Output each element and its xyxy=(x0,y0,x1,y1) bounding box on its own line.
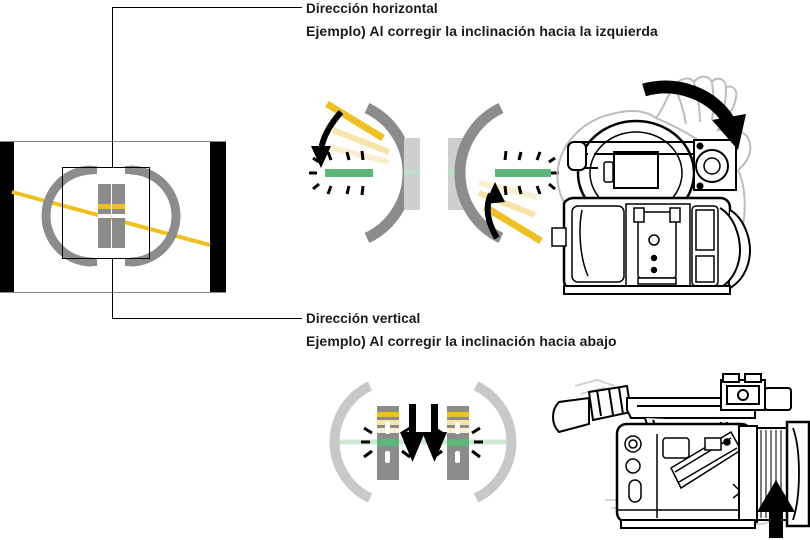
heading-direccion-horizontal: Dirección horizontal xyxy=(306,1,438,16)
leader-line-vertical-bottom xyxy=(112,259,113,319)
gauge-arc-cap xyxy=(88,166,97,174)
straight-arrow-down-icon-2 xyxy=(422,404,447,462)
camcorder-rear-view xyxy=(551,75,752,295)
gauge-bar-left xyxy=(98,184,111,248)
camera-accessory-shoe xyxy=(720,373,792,411)
vertical-tilt-correction-gauge xyxy=(329,381,517,503)
level-gauge-callout-box xyxy=(62,167,150,259)
curved-arrow-tilt-right-icon xyxy=(642,80,746,150)
tilt-right-correction-gauge xyxy=(448,103,559,244)
straight-arrow-up-icon xyxy=(757,480,795,538)
gauge-arc-right xyxy=(473,381,517,503)
gauge-level-marker xyxy=(447,439,469,446)
gauge-center-tick xyxy=(98,214,111,218)
gauge-arc-dark xyxy=(364,103,414,243)
leader-line-horizontal-bottom xyxy=(112,318,302,319)
camera-base-plate xyxy=(563,285,731,295)
gauge-center-tick xyxy=(112,214,125,218)
camera-top-handle xyxy=(567,141,694,171)
camera-body-side-details xyxy=(617,430,751,518)
tilt-left-correction-gauge xyxy=(309,101,420,243)
blink-burst-icon xyxy=(503,150,559,196)
camera-base-plate xyxy=(620,519,756,529)
gauge-tilt-marker xyxy=(98,204,111,209)
heading-direccion-vertical: Dirección vertical xyxy=(306,311,421,326)
gauge-bar-right xyxy=(447,406,469,480)
gauge-tilt-marker xyxy=(377,412,399,417)
gauge-tilt-marker xyxy=(447,412,469,417)
black-side-mask-left xyxy=(0,142,14,292)
tilt-line-fade-2 xyxy=(478,180,538,200)
blink-burst-icon xyxy=(309,150,365,196)
gauge-arc-left xyxy=(41,165,93,267)
curved-arrow-down-left-icon xyxy=(311,110,344,168)
gauge-arc-cap xyxy=(88,258,97,266)
gauge-center-tick xyxy=(455,422,460,434)
gauge-tilt-marker xyxy=(112,204,125,209)
gauge-center-tick xyxy=(385,422,390,434)
gauge-arc-left xyxy=(329,381,373,503)
gauge-bar-left xyxy=(377,406,399,480)
example-text-vertical: Ejemplo) Al corregir la inclinación haci… xyxy=(306,333,617,349)
example-text-horizontal: Ejemplo) Al corregir la inclinación haci… xyxy=(306,23,658,39)
camera-dial-knob xyxy=(693,139,737,191)
tilt-indicator-lines xyxy=(325,101,391,165)
tilt-line-yellow xyxy=(483,204,543,244)
gauge-arc-cap xyxy=(125,166,134,174)
tilt-line-yellow xyxy=(325,101,385,141)
gauge-center-tick xyxy=(455,451,460,463)
gauge-center-tick xyxy=(385,451,390,463)
camera-body-rear-details xyxy=(551,203,719,289)
gauge-reference-level-tick xyxy=(404,170,420,175)
straight-arrow-down-icon-1 xyxy=(400,404,425,462)
gauge-level-marker xyxy=(377,439,399,446)
tilt-line-fade-1 xyxy=(331,127,391,155)
gauge-arc-cap xyxy=(125,258,134,266)
camera-lens-edge xyxy=(719,207,752,289)
gauge-bar-right xyxy=(112,184,125,248)
tilt-line-fade-2 xyxy=(330,145,390,165)
curved-arrow-up-right-icon xyxy=(484,182,505,240)
leader-line-horizontal-top xyxy=(112,7,302,8)
gauge-arc-dark xyxy=(454,103,504,243)
black-side-mask-right xyxy=(210,142,226,292)
camera-microphone xyxy=(552,384,633,434)
leader-line-vertical-top xyxy=(112,7,113,167)
camcorder-side-view xyxy=(552,373,810,538)
level-gauge-viewfinder xyxy=(0,141,226,293)
